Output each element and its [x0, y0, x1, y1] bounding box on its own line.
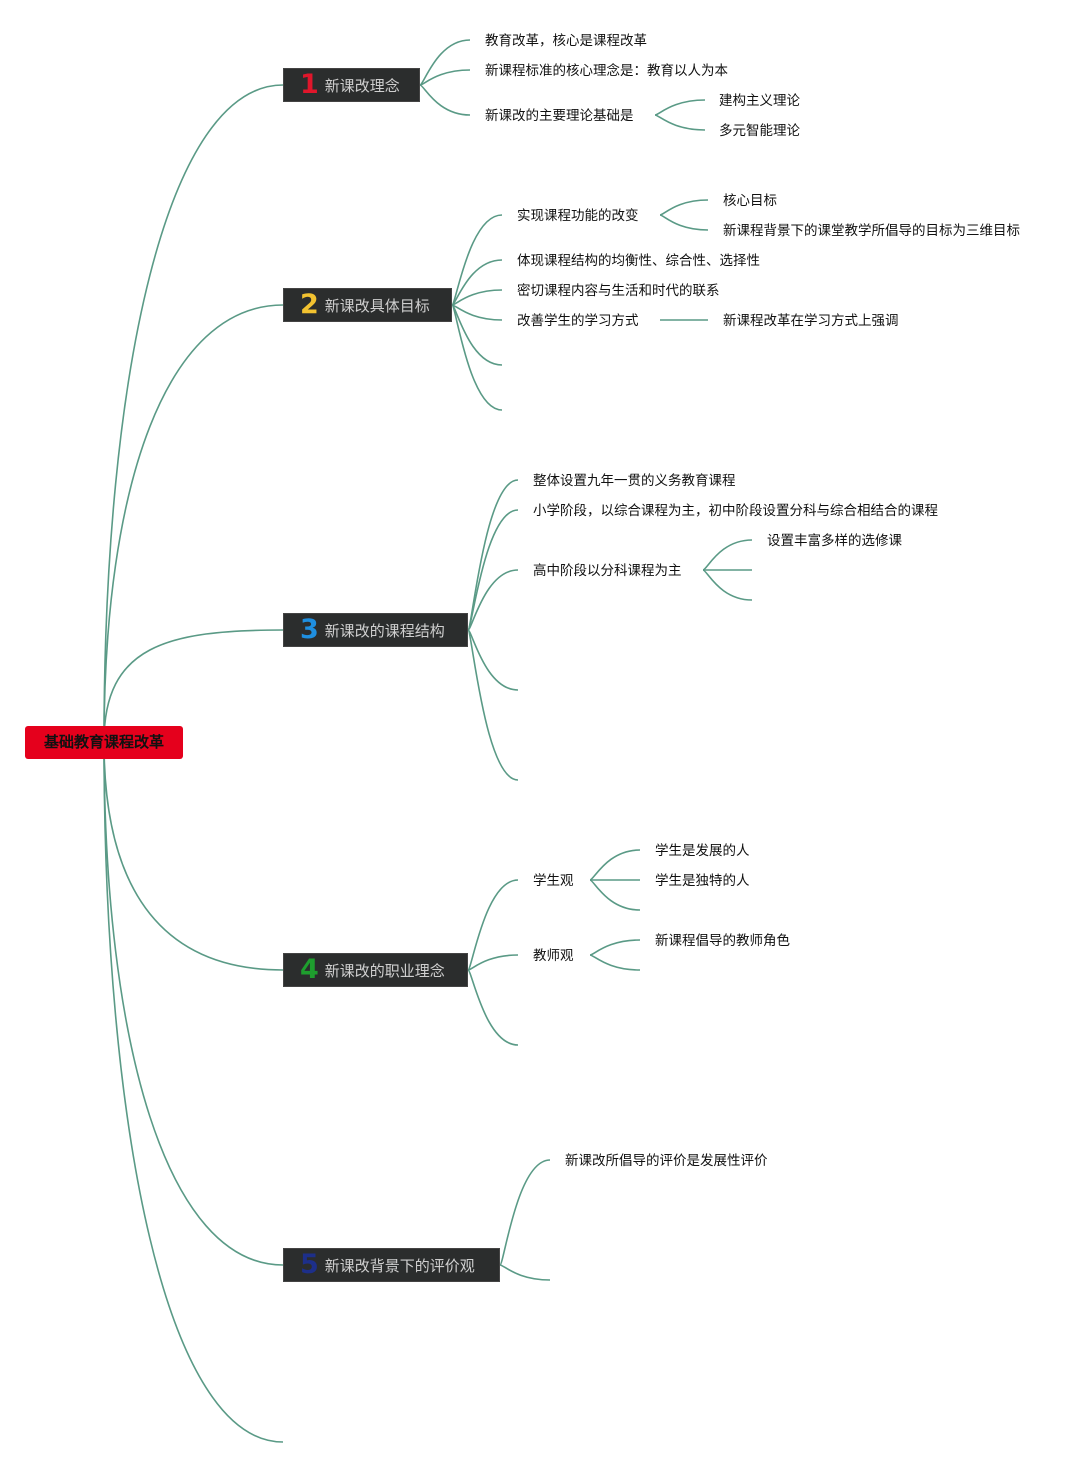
edge-root-b1: [103, 84, 284, 743]
b3-leaf-3[interactable]: 高中阶段以分科课程为主: [533, 563, 682, 579]
b3-leaf-3-sub-1[interactable]: 设置丰富多样的选修课: [767, 533, 902, 549]
branch-1-number-icon: 1: [300, 69, 319, 100]
branch-3-label: 新课改的课程结构: [324, 621, 445, 640]
branch-2-number-icon: 2: [300, 289, 319, 320]
edge-b5-2: [499, 1264, 551, 1281]
b4-leaf-1-sub-1[interactable]: 学生是发展的人: [655, 843, 750, 859]
b2-leaf-1-sub-1[interactable]: 核心目标: [723, 193, 777, 209]
edge-b4-3: [467, 969, 519, 1046]
b1-leaf-2[interactable]: 新课程标准的核心理念是：教育以人为本: [485, 63, 728, 79]
edge-b2-1-2: [659, 214, 709, 231]
b2-leaf-3[interactable]: 密切课程内容与生活和时代的联系: [517, 283, 720, 299]
branch-5-number-icon: 5: [300, 1249, 319, 1280]
branch-4-number-icon: 4: [300, 954, 319, 985]
branch-5-label: 新课改背景下的评价观: [324, 1256, 475, 1275]
edge-root-b2: [103, 304, 284, 743]
edge-b2-4: [451, 304, 503, 321]
edge-b4-2-1: [589, 939, 641, 956]
b2-leaf-1[interactable]: 实现课程功能的改变: [517, 208, 639, 224]
edge-root-b4: [103, 741, 284, 971]
edge-b1-3-2: [654, 114, 706, 131]
b3-leaf-2[interactable]: 小学阶段，以综合课程为主，初中阶段设置分科与综合相结合的课程: [533, 503, 938, 519]
edge-b3-4: [467, 629, 519, 691]
edge-b2-1: [451, 214, 503, 306]
edge-b4-1-3: [589, 879, 641, 911]
edge-b3-5: [467, 629, 519, 781]
edge-b3-3-1: [702, 539, 753, 571]
b1-leaf-3[interactable]: 新课改的主要理论基础是: [485, 108, 634, 124]
edge-root-b5: [103, 741, 284, 1266]
b4-leaf-1-sub-2[interactable]: 学生是独特的人: [655, 873, 750, 889]
b4-leaf-2-sub-1[interactable]: 新课程倡导的教师角色: [655, 933, 790, 949]
branch-2-node[interactable]: 2 新课改具体目标: [283, 288, 452, 322]
b2-leaf-1-sub-2[interactable]: 新课程背景下的课堂教学所倡导的目标为三维目标: [723, 223, 1020, 239]
b2-leaf-4[interactable]: 改善学生的学习方式: [517, 313, 639, 329]
b2-leaf-2[interactable]: 体现课程结构的均衡性、综合性、选择性: [517, 253, 760, 269]
edge-b2-1-1: [659, 199, 709, 216]
branch-3-number-icon: 3: [300, 614, 319, 645]
edge-b4-1: [467, 879, 519, 971]
edge-b3-2: [467, 509, 519, 631]
edge-root-b6: [103, 741, 284, 1443]
edge-b4-2: [467, 954, 519, 971]
edge-b3-3-3: [702, 569, 753, 601]
edge-b1-1: [419, 39, 471, 86]
branch-4-label: 新课改的职业理念: [324, 961, 445, 980]
b1-leaf-1[interactable]: 教育改革，核心是课程改革: [485, 33, 647, 49]
b4-leaf-2[interactable]: 教师观: [533, 948, 574, 964]
edge-root-b3: [103, 629, 284, 743]
edge-b4-1-1: [589, 849, 641, 881]
edge-b5-1: [499, 1159, 551, 1266]
edge-b4-2-2: [589, 954, 641, 971]
branch-3-node[interactable]: 3 新课改的课程结构: [283, 613, 468, 647]
branch-1-node[interactable]: 1 新课改理念: [283, 68, 420, 102]
branch-4-node[interactable]: 4 新课改的职业理念: [283, 953, 468, 987]
b3-leaf-1[interactable]: 整体设置九年一贯的义务教育课程: [533, 473, 736, 489]
branch-2-label: 新课改具体目标: [324, 296, 430, 315]
edge-b3-1: [467, 479, 519, 631]
edge-b3-3: [467, 569, 519, 631]
b1-leaf-3-sub-2[interactable]: 多元智能理论: [719, 123, 800, 139]
root-node[interactable]: 基础教育课程改革: [25, 726, 183, 759]
branch-5-node[interactable]: 5 新课改背景下的评价观: [283, 1248, 500, 1282]
b1-leaf-3-sub-1[interactable]: 建构主义理论: [719, 93, 800, 109]
edge-b1-3-1: [654, 99, 706, 116]
branch-1-label: 新课改理念: [324, 76, 400, 95]
b5-leaf-1[interactable]: 新课改所倡导的评价是发展性评价: [565, 1153, 768, 1169]
edge-b2-6: [451, 304, 503, 411]
edge-b1-3: [419, 84, 471, 116]
b2-leaf-4-sub-1[interactable]: 新课程改革在学习方式上强调: [723, 313, 899, 329]
edge-b1-2: [419, 69, 471, 86]
b4-leaf-1[interactable]: 学生观: [533, 873, 574, 889]
